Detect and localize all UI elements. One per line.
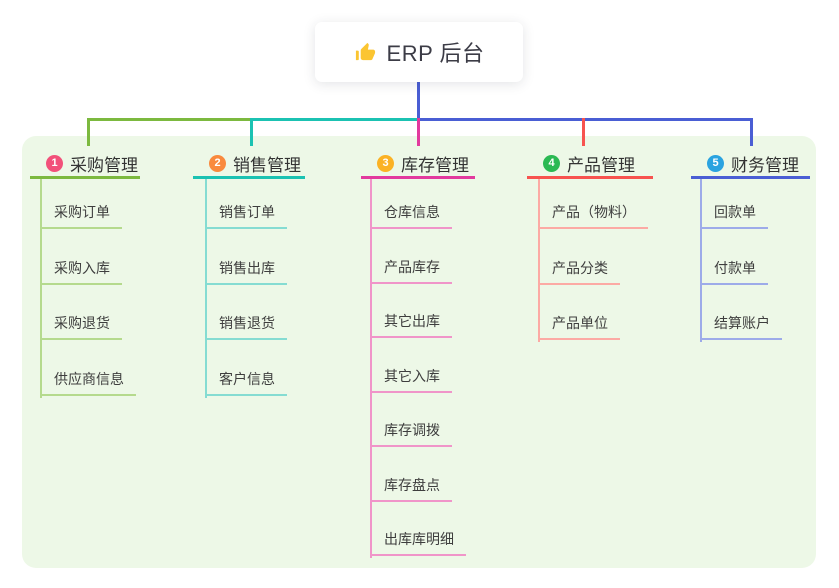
connector-bus-mid (250, 118, 417, 121)
branch-number-badge: 4 (543, 154, 560, 172)
branch-number-badge: 2 (209, 154, 226, 172)
branch-header-4[interactable]: 4 产品管理 (527, 150, 653, 179)
child-node[interactable]: 结算账户 (700, 313, 782, 340)
child-node[interactable]: 产品单位 (538, 313, 620, 340)
child-node[interactable]: 销售退货 (205, 313, 287, 340)
child-label: 采购入库 (54, 260, 110, 276)
branch-label: 产品管理 (567, 155, 635, 175)
connector-children-vertical-5 (700, 178, 702, 342)
child-label: 产品库存 (384, 259, 440, 275)
child-node[interactable]: 产品库存 (370, 257, 452, 284)
child-node[interactable]: 客户信息 (205, 369, 287, 396)
child-node[interactable]: 其它入库 (370, 366, 452, 393)
branch-number-badge: 5 (707, 154, 724, 172)
child-label: 销售订单 (219, 204, 275, 220)
branch-header-2[interactable]: 2 销售管理 (193, 150, 305, 179)
child-label: 产品单位 (552, 315, 608, 331)
connector-drop-branch-5 (750, 118, 753, 146)
child-label: 供应商信息 (54, 371, 124, 387)
child-label: 其它出库 (384, 313, 440, 329)
thumbs-up-icon (354, 41, 377, 64)
child-label: 出库库明细 (384, 531, 454, 547)
child-label: 结算账户 (714, 315, 770, 331)
child-node[interactable]: 销售出库 (205, 258, 287, 285)
child-label: 销售退货 (219, 315, 275, 331)
child-label: 付款单 (714, 260, 756, 276)
child-label: 客户信息 (219, 371, 275, 387)
branch-number-badge: 3 (377, 154, 394, 172)
child-node[interactable]: 供应商信息 (40, 369, 136, 396)
child-node[interactable]: 采购入库 (40, 258, 122, 285)
child-label: 仓库信息 (384, 204, 440, 220)
child-node[interactable]: 库存盘点 (370, 475, 452, 502)
connector-root-vertical (417, 82, 420, 118)
child-node[interactable]: 回款单 (700, 202, 768, 229)
child-label: 库存调拨 (384, 422, 440, 438)
connector-bus-left (87, 118, 250, 121)
connector-drop-branch-3 (417, 118, 420, 146)
child-node[interactable]: 仓库信息 (370, 202, 452, 229)
child-node[interactable]: 采购订单 (40, 202, 122, 229)
connector-children-vertical-4 (538, 178, 540, 342)
connector-drop-branch-1 (87, 118, 90, 146)
branch-header-1[interactable]: 1 采购管理 (30, 150, 140, 179)
child-node[interactable]: 付款单 (700, 258, 768, 285)
branch-header-3[interactable]: 3 库存管理 (361, 150, 475, 179)
child-node[interactable]: 其它出库 (370, 311, 452, 338)
connector-children-vertical-3 (370, 178, 372, 558)
branch-label: 销售管理 (233, 155, 301, 175)
child-node[interactable]: 销售订单 (205, 202, 287, 229)
root-node-label: ERP 后台 (386, 41, 485, 66)
child-label: 销售出库 (219, 260, 275, 276)
branch-number-badge: 1 (46, 154, 63, 172)
branch-label: 库存管理 (401, 155, 469, 175)
branch-label: 财务管理 (731, 155, 799, 175)
branch-header-5[interactable]: 5 财务管理 (691, 150, 810, 179)
child-label: 回款单 (714, 204, 756, 220)
connector-children-vertical-2 (205, 178, 207, 398)
connector-drop-branch-4 (582, 118, 585, 146)
child-label: 产品分类 (552, 260, 608, 276)
child-node[interactable]: 出库库明细 (370, 529, 466, 556)
root-node-erp-backend[interactable]: ERP 后台 (315, 22, 523, 82)
child-label: 采购退货 (54, 315, 110, 331)
child-node[interactable]: 库存调拨 (370, 420, 452, 447)
child-node[interactable]: 采购退货 (40, 313, 122, 340)
connector-drop-branch-2 (250, 118, 253, 146)
child-label: 产品（物料） (552, 204, 636, 220)
child-node[interactable]: 产品（物料） (538, 202, 648, 229)
child-node[interactable]: 产品分类 (538, 258, 620, 285)
branches-panel (22, 136, 816, 568)
connector-bus-right (417, 118, 753, 121)
branch-label: 采购管理 (70, 155, 138, 175)
child-label: 采购订单 (54, 204, 110, 220)
child-label: 其它入库 (384, 368, 440, 384)
child-label: 库存盘点 (384, 477, 440, 493)
connector-children-vertical-1 (40, 178, 42, 398)
